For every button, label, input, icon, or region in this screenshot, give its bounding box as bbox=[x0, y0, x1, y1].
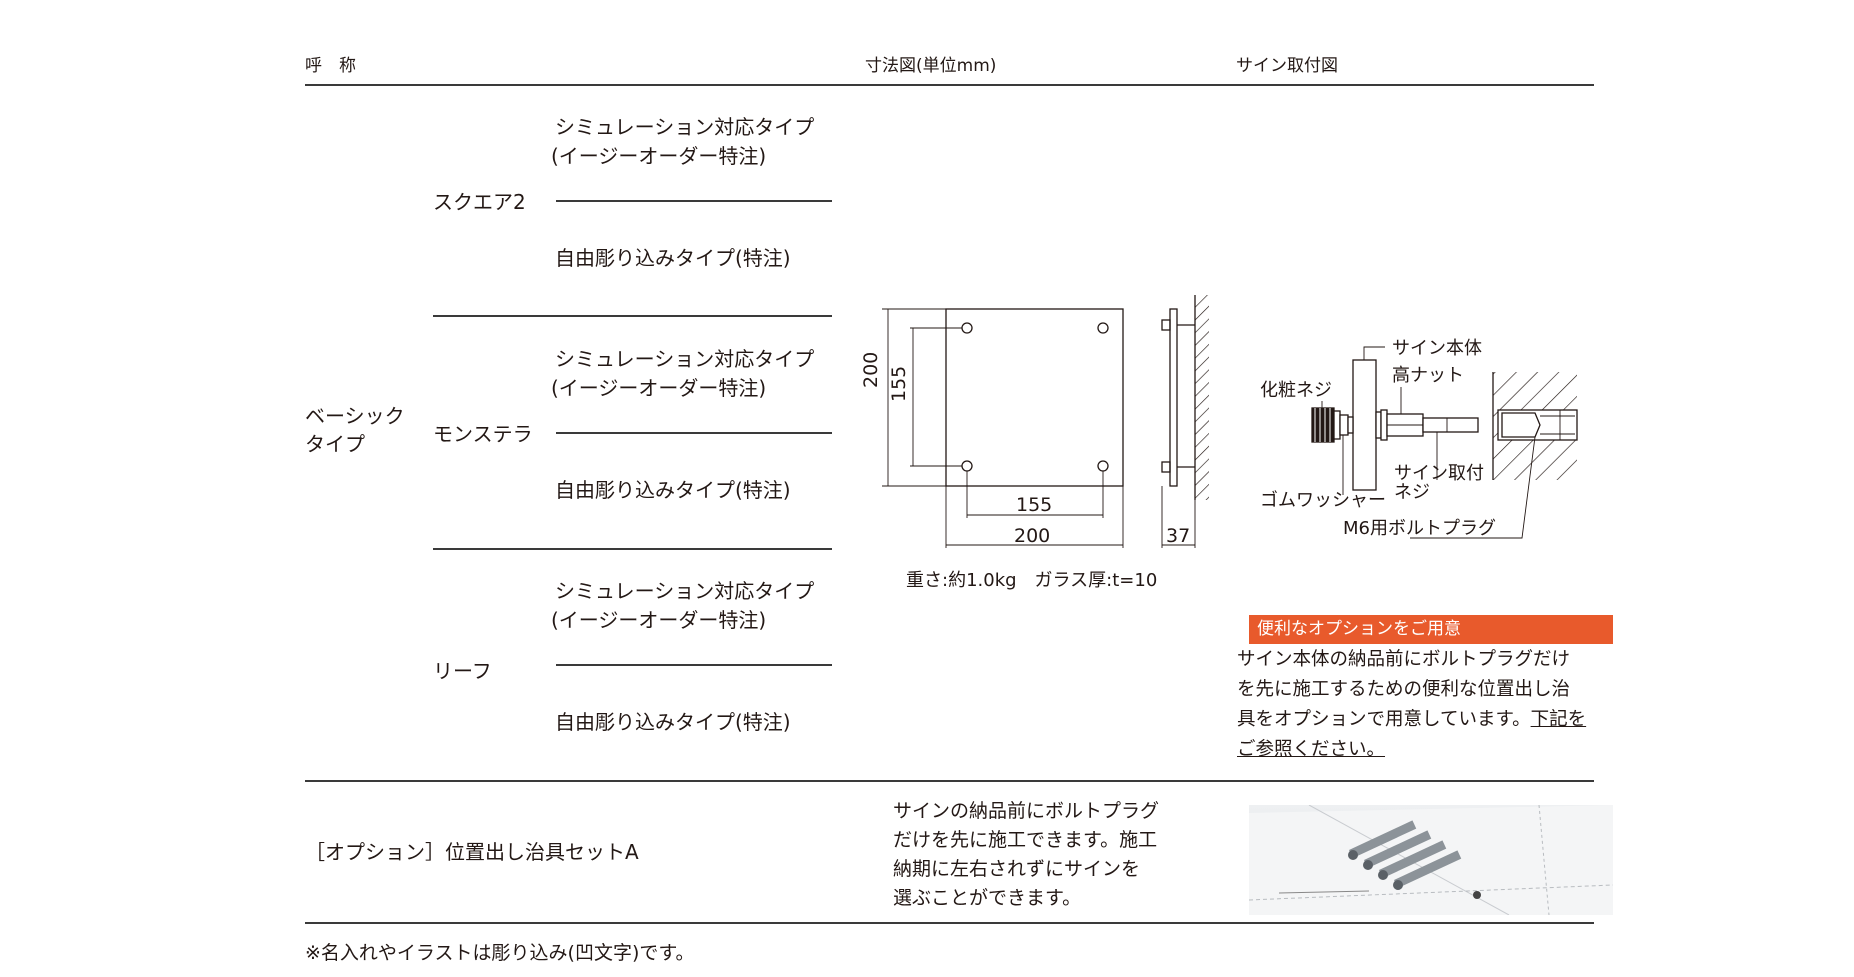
dim-height-outer: 200 bbox=[860, 351, 882, 388]
option-note-link[interactable]: 下記を bbox=[1530, 709, 1587, 730]
label-mount-screw-2: ネジ bbox=[1394, 482, 1430, 503]
group-name-square2: スクエア2 bbox=[433, 190, 526, 214]
side-view bbox=[1161, 295, 1209, 548]
category-label-line1: ベーシック bbox=[305, 404, 405, 428]
label-rubber-washer: ゴムワッシャー bbox=[1260, 490, 1386, 511]
category-label-line2: タイプ bbox=[305, 432, 365, 456]
header-dimension: 寸法図(単位mm) bbox=[865, 56, 997, 76]
header-name: 呼 称 bbox=[305, 56, 356, 76]
type-free-engrave: 自由彫り込みタイプ(特注) bbox=[555, 478, 791, 502]
dim-width-inner: 155 bbox=[1016, 494, 1053, 516]
type-simulation-line1: シミュレーション対応タイプ bbox=[555, 579, 815, 603]
type-divider bbox=[556, 432, 832, 434]
type-divider bbox=[556, 664, 832, 666]
type-simulation-line2: (イージーオーダー特注) bbox=[551, 144, 767, 168]
label-decor-screw: 化粧ネジ bbox=[1260, 380, 1332, 401]
option-note-line2: を先に施工するための便利な位置出し治 bbox=[1237, 679, 1571, 700]
option-note-line3a: 具をオプションで用意しています。 bbox=[1237, 709, 1531, 730]
type-simulation-line1: シミュレーション対応タイプ bbox=[555, 115, 815, 139]
group-name-monstera: モンステラ bbox=[433, 422, 533, 446]
group-name-leaf: リーフ bbox=[433, 659, 492, 683]
option-note-line4[interactable]: ご参照ください。 bbox=[1237, 739, 1386, 760]
footnote: ※名入れやイラストは彫り込み(凹文字)です。 bbox=[305, 942, 695, 964]
option-desc-line2: だけを先に施工できます。施工 bbox=[893, 829, 1158, 851]
option-desc-line1: サインの納品前にボルトプラグ bbox=[893, 800, 1160, 822]
type-simulation-line2: (イージーオーダー特注) bbox=[551, 376, 767, 400]
header-rule bbox=[305, 84, 1594, 86]
group-divider bbox=[433, 315, 832, 317]
spec-weight-thickness: 重さ:約1.0kg ガラス厚:t=10 bbox=[906, 570, 1158, 591]
footer-rule bbox=[305, 922, 1594, 924]
label-sign-body: サイン本体 bbox=[1392, 338, 1482, 359]
option-note-line3: 具をオプションで用意しています。下記を bbox=[1237, 705, 1617, 735]
option-row-desc: サインの納品前にボルトプラグ だけを先に施工できます。施工 納期に左右されずにサ… bbox=[893, 797, 1213, 913]
group-divider bbox=[433, 548, 832, 550]
dim-width-outer: 200 bbox=[1014, 525, 1051, 547]
type-free-engrave: 自由彫り込みタイプ(特注) bbox=[555, 246, 791, 270]
label-bolt-plug: M6用ボルトプラグ bbox=[1343, 518, 1496, 539]
option-note-line1: サイン本体の納品前にボルトプラグだけ bbox=[1237, 649, 1571, 670]
option-note-text: サイン本体の納品前にボルトプラグだけ を先に施工するための便利な位置出し治 具を… bbox=[1237, 645, 1617, 765]
option-badge: 便利なオプションをご用意 bbox=[1249, 615, 1613, 644]
header-mounting: サイン取付図 bbox=[1236, 56, 1338, 76]
type-simulation-line2: (イージーオーダー特注) bbox=[551, 608, 767, 632]
section-rule bbox=[305, 780, 1594, 782]
type-free-engrave: 自由彫り込みタイプ(特注) bbox=[555, 710, 791, 734]
type-divider bbox=[556, 200, 832, 202]
jig-set-photo bbox=[1249, 805, 1613, 915]
dim-height-inner: 155 bbox=[888, 365, 910, 402]
type-simulation-line1: シミュレーション対応タイプ bbox=[555, 347, 815, 371]
front-view bbox=[882, 308, 1124, 548]
option-desc-line3: 納期に左右されずにサインを bbox=[893, 858, 1141, 880]
dim-depth: 37 bbox=[1166, 525, 1191, 547]
label-high-nut: 高ナット bbox=[1392, 365, 1464, 386]
option-row-name: ［オプション］位置出し治具セットA bbox=[305, 840, 639, 864]
label-mount-screw-1: サイン取付 bbox=[1394, 463, 1484, 484]
option-desc-line4: 選ぶことができます。 bbox=[893, 887, 1082, 909]
